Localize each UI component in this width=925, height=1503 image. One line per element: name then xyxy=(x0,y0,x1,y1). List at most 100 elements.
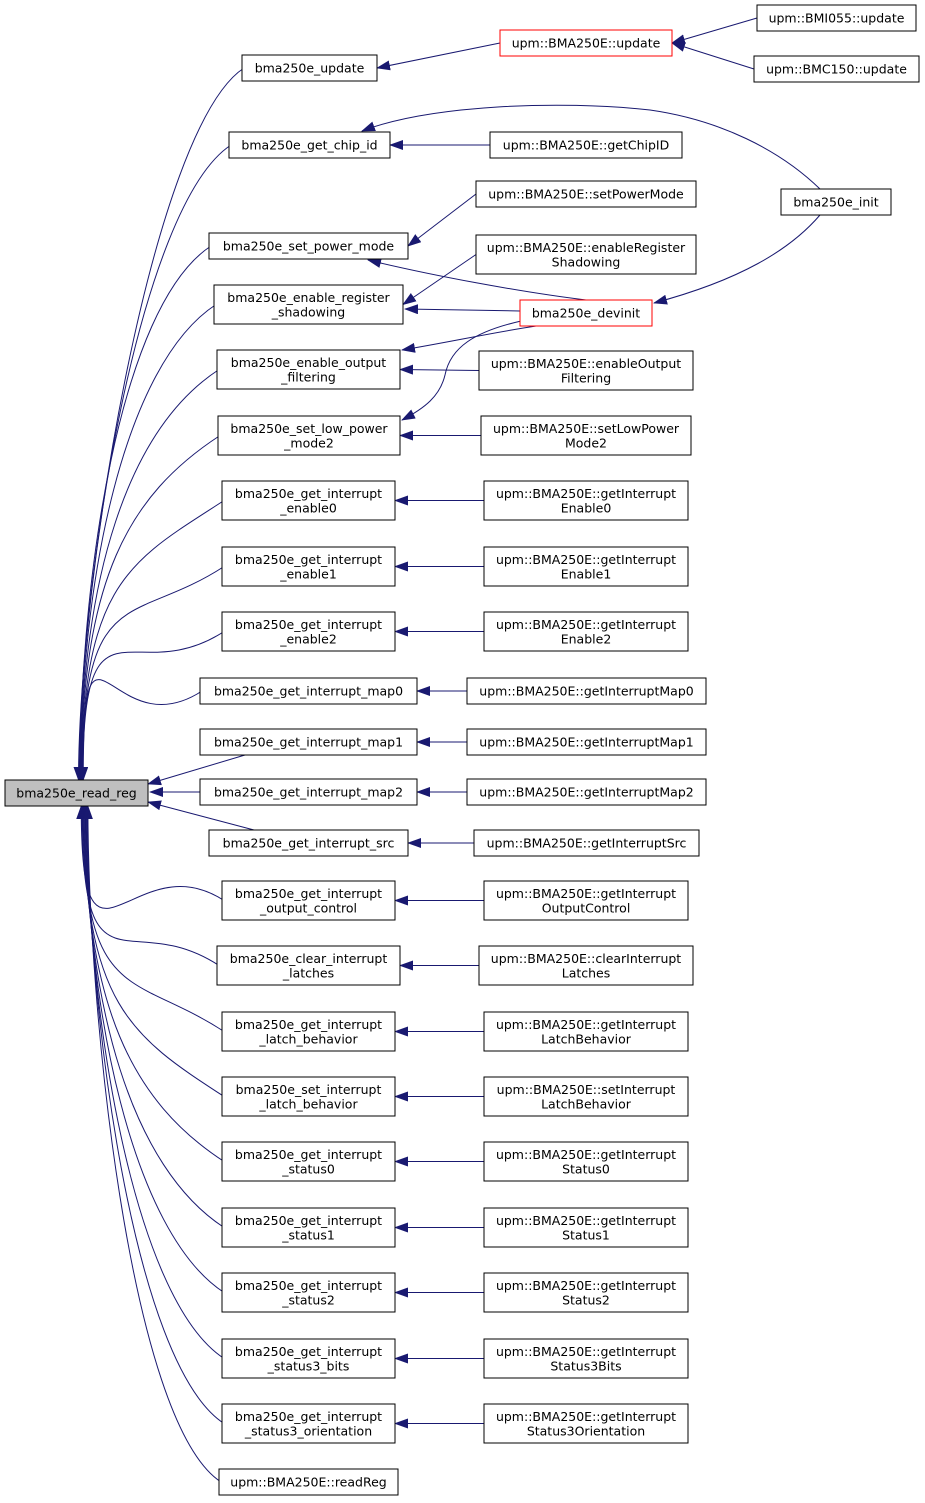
node-gie0[interactable]: bma250e_get_interrupt_enable0 xyxy=(221,480,396,521)
node-box[interactable] xyxy=(217,415,401,456)
node-box[interactable] xyxy=(466,728,707,756)
node-box[interactable] xyxy=(221,1076,396,1117)
node-box[interactable] xyxy=(221,546,396,587)
node-gis0[interactable]: bma250e_get_interrupt_status0 xyxy=(221,1141,396,1182)
node-set_power_mode[interactable]: bma250e_set_power_mode xyxy=(208,232,409,260)
node-gis3o[interactable]: bma250e_get_interrupt_status3_orientatio… xyxy=(221,1403,396,1444)
node-gim0[interactable]: bma250e_get_interrupt_map0 xyxy=(199,677,418,705)
node-box[interactable] xyxy=(221,1207,396,1248)
node-gim1_upm[interactable]: upm::BMA250E::getInterruptMap1 xyxy=(466,728,707,756)
node-gis1[interactable]: bma250e_get_interrupt_status1 xyxy=(221,1207,396,1248)
node-box[interactable] xyxy=(221,1272,396,1313)
node-gie1[interactable]: bma250e_get_interrupt_enable1 xyxy=(221,546,396,587)
node-box[interactable] xyxy=(213,284,404,325)
node-gis3o_upm[interactable]: upm::BMA250E::getInterruptStatus3Orienta… xyxy=(483,1403,689,1444)
node-box[interactable] xyxy=(475,234,697,275)
node-silb[interactable]: bma250e_set_interrupt_latch_behavior xyxy=(221,1076,396,1117)
node-box[interactable] xyxy=(756,4,917,32)
node-box[interactable] xyxy=(208,232,409,260)
node-init[interactable]: bma250e_init xyxy=(780,188,892,216)
node-BMI055_update[interactable]: upm::BMI055::update xyxy=(756,4,917,32)
node-box[interactable] xyxy=(241,54,378,82)
node-box[interactable] xyxy=(473,829,700,857)
node-box[interactable] xyxy=(199,677,418,705)
node-BMC150_update[interactable]: upm::BMC150::update xyxy=(753,55,920,83)
node-box[interactable] xyxy=(221,480,396,521)
node-box[interactable] xyxy=(483,1076,689,1117)
node-box[interactable] xyxy=(218,1468,399,1496)
node-gim0_upm[interactable]: upm::BMA250E::getInterruptMap0 xyxy=(466,677,707,705)
node-box[interactable] xyxy=(483,480,689,521)
node-box[interactable] xyxy=(483,1011,689,1052)
node-box[interactable] xyxy=(221,1338,396,1379)
node-update[interactable]: bma250e_update xyxy=(241,54,378,82)
node-box[interactable] xyxy=(475,180,697,208)
node-box[interactable] xyxy=(480,415,692,456)
node-box[interactable] xyxy=(483,1403,689,1444)
node-box[interactable] xyxy=(483,1272,689,1313)
node-gie2[interactable]: bma250e_get_interrupt_enable2 xyxy=(221,611,396,652)
node-box[interactable] xyxy=(478,945,694,986)
node-box[interactable] xyxy=(753,55,920,83)
node-box[interactable] xyxy=(466,778,707,806)
node-box[interactable] xyxy=(483,1207,689,1248)
node-readReg_upm[interactable]: upm::BMA250E::readReg xyxy=(218,1468,399,1496)
node-setPowerMode_upm[interactable]: upm::BMA250E::setPowerMode xyxy=(475,180,697,208)
node-box[interactable] xyxy=(221,1403,396,1444)
node-gim2_upm[interactable]: upm::BMA250E::getInterruptMap2 xyxy=(466,778,707,806)
node-gis3b[interactable]: bma250e_get_interrupt_status3_bits xyxy=(221,1338,396,1379)
node-box[interactable] xyxy=(519,299,653,327)
node-box[interactable] xyxy=(499,29,673,57)
node-box[interactable] xyxy=(478,350,694,391)
node-box[interactable] xyxy=(466,677,707,705)
node-box[interactable] xyxy=(216,945,401,986)
node-get_chip_id[interactable]: bma250e_get_chip_id xyxy=(228,131,391,159)
node-box[interactable] xyxy=(483,1338,689,1379)
node-box[interactable] xyxy=(489,131,683,159)
node-gis_upm[interactable]: upm::BMA250E::getInterruptSrc xyxy=(473,829,700,857)
node-box[interactable] xyxy=(483,546,689,587)
node-box[interactable] xyxy=(483,1141,689,1182)
node-box[interactable] xyxy=(780,188,892,216)
node-gis2[interactable]: bma250e_get_interrupt_status2 xyxy=(221,1272,396,1313)
node-gilb[interactable]: bma250e_get_interrupt_latch_behavior xyxy=(221,1011,396,1052)
node-box[interactable] xyxy=(199,778,418,806)
node-box[interactable] xyxy=(221,611,396,652)
node-box[interactable] xyxy=(216,349,401,390)
node-box[interactable] xyxy=(483,611,689,652)
node-enable_out_filt[interactable]: bma250e_enable_output_filtering xyxy=(216,349,401,390)
node-gim2[interactable]: bma250e_get_interrupt_map2 xyxy=(199,778,418,806)
node-box[interactable] xyxy=(221,1141,396,1182)
node-box[interactable] xyxy=(483,880,689,921)
node-BMA_update[interactable]: upm::BMA250E::update xyxy=(499,29,673,57)
node-box[interactable] xyxy=(4,779,149,807)
node-enable_reg_shadow[interactable]: bma250e_enable_register_shadowing xyxy=(213,284,404,325)
node-devinit[interactable]: bma250e_devinit xyxy=(519,299,653,327)
node-gis[interactable]: bma250e_get_interrupt_src xyxy=(208,829,409,857)
node-box[interactable] xyxy=(208,829,409,857)
node-cil[interactable]: bma250e_clear_interrupt_latches xyxy=(216,945,401,986)
node-gim1[interactable]: bma250e_get_interrupt_map1 xyxy=(199,728,418,756)
node-set_low_power2[interactable]: bma250e_set_low_power_mode2 xyxy=(217,415,401,456)
node-box[interactable] xyxy=(199,728,418,756)
node-gioc[interactable]: bma250e_get_interrupt_output_control xyxy=(221,880,396,921)
node-getChipID[interactable]: upm::BMA250E::getChipID xyxy=(489,131,683,159)
node-box[interactable] xyxy=(221,1011,396,1052)
node-box[interactable] xyxy=(221,880,396,921)
node-box[interactable] xyxy=(228,131,391,159)
node-root[interactable]: bma250e_read_reg xyxy=(4,779,149,807)
